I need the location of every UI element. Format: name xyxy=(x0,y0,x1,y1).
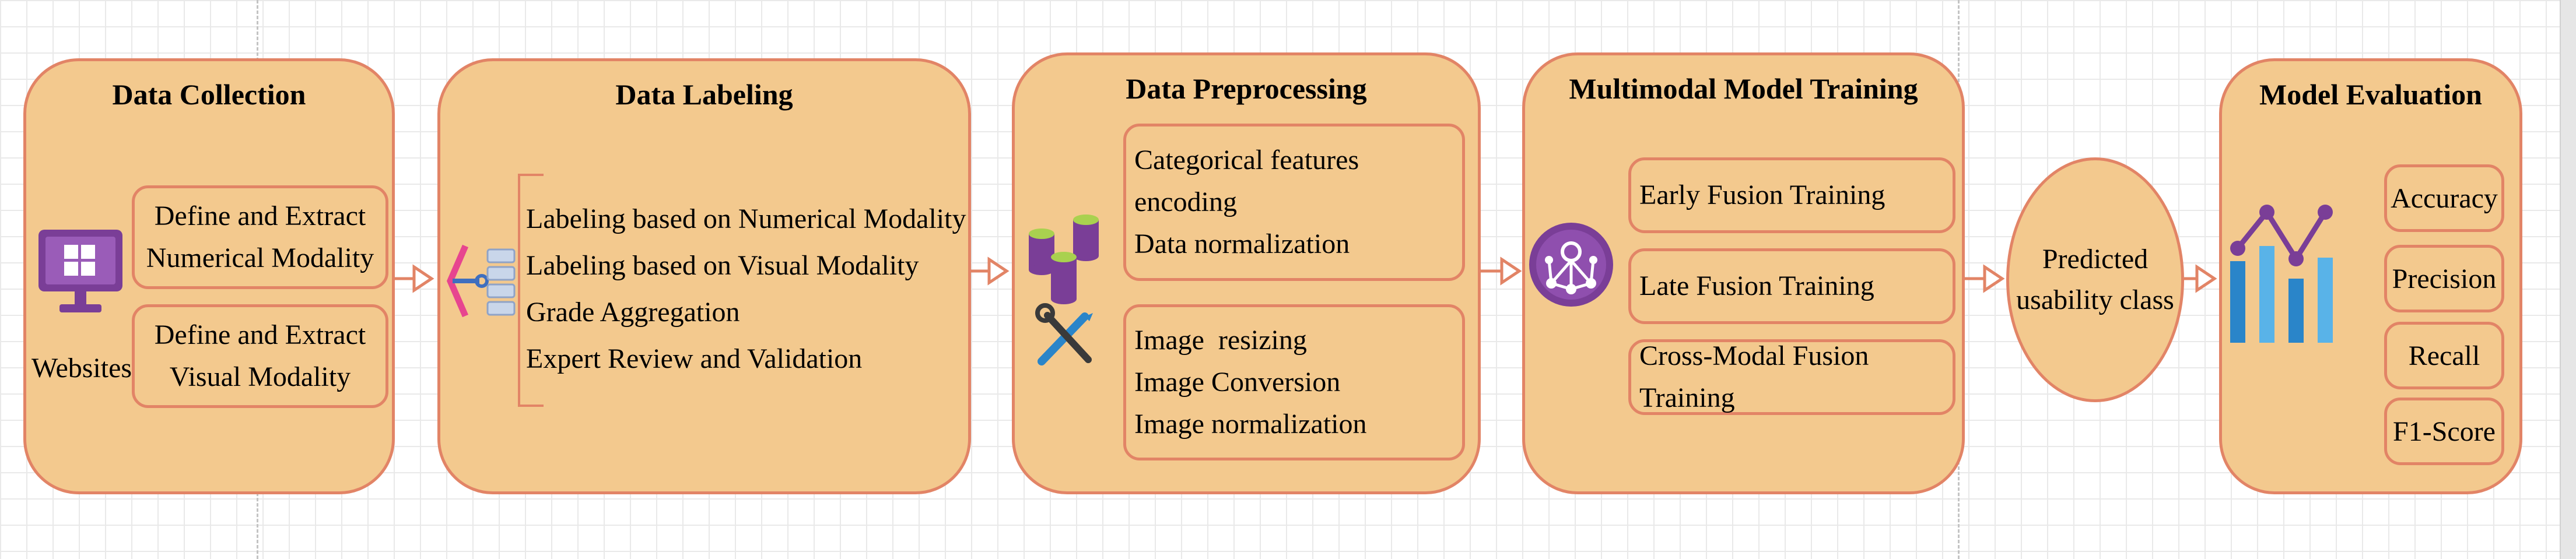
scrollbar[interactable] xyxy=(2560,0,2576,559)
websites-label: Websites xyxy=(31,353,132,384)
metric-accuracy: Accuracy xyxy=(2384,164,2504,232)
pipeline-icon xyxy=(439,240,517,322)
preprocessing-item: Image Conversion xyxy=(1134,367,1341,398)
bar-line-chart-icon xyxy=(2227,198,2343,344)
metric-f1-score: F1-Score xyxy=(2384,398,2504,465)
metric-precision: Precision xyxy=(2384,245,2504,312)
training-box-late: Late Fusion Training xyxy=(1628,248,1955,324)
metric-recall: Recall xyxy=(2384,322,2504,389)
preprocessing-item: Image resizing xyxy=(1134,325,1307,356)
predicted-usability-class: Predicted usability class xyxy=(2006,157,2184,402)
training-box-cross-modal: Cross-Modal Fusion Training xyxy=(1628,339,1955,415)
collection-box-visual: Define and Extract Visual Modality xyxy=(132,304,388,408)
labeling-item-review: Expert Review and Validation xyxy=(526,343,863,374)
preprocessing-item: Data normalization xyxy=(1134,228,1350,259)
collection-box-numerical: Define and Extract Numerical Modality xyxy=(132,185,388,289)
stage-title: Data Collection xyxy=(112,78,306,111)
database-tools-icon xyxy=(1024,213,1112,379)
stage-title: Multimodal Model Training xyxy=(1569,72,1918,105)
preprocessing-item: Image normalization xyxy=(1134,409,1367,440)
preprocessing-item: Categorical features encoding xyxy=(1134,145,1359,217)
labeling-item-visual: Labeling based on Visual Modality xyxy=(526,250,919,281)
stage-title: Data Preprocessing xyxy=(1126,72,1367,105)
labeling-bracket xyxy=(518,174,544,407)
preprocessing-box-image: Image resizing Image Conversion Image no… xyxy=(1123,304,1465,460)
preprocessing-box-tabular: Categorical features encoding Data norma… xyxy=(1123,124,1465,281)
labeling-item-aggregation: Grade Aggregation xyxy=(526,297,740,328)
monitor-windows-icon xyxy=(36,227,125,315)
stage-title: Model Evaluation xyxy=(2259,78,2482,111)
network-hub-icon xyxy=(1528,222,1614,308)
training-box-early: Early Fusion Training xyxy=(1628,157,1955,233)
labeling-item-numerical: Labeling based on Numerical Modality xyxy=(526,203,966,234)
stage-data-labeling: Data Labeling xyxy=(437,58,971,494)
stage-title: Data Labeling xyxy=(615,78,793,111)
